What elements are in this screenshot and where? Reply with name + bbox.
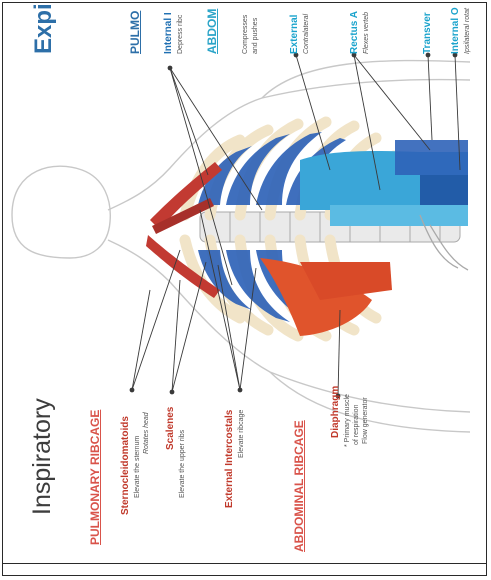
inspiratory-title: Inspiratory [28,398,57,515]
scalenes-label: Scalenes [165,407,176,450]
diaphragm-desc2: of respiration [353,405,360,445]
abdominal-desc1: Compresses [242,15,249,54]
internal-obliques-desc: Ipsilateral rotat [464,8,471,54]
sternocleidomastoids-desc: Elevate the sternum [134,436,141,498]
diaphragm-desc3: Flow generator [362,397,369,444]
rectus-abdominis-label: Rectus A [349,11,360,54]
diaphragm-label: Diaphragm [330,386,341,438]
inspiratory-pulmonary-heading: PULMONARY RIBCAGE [88,410,102,545]
external-intercostals-label: External Intercostals [224,410,235,508]
sternocleidomastoids-desc2: Rotates head [143,412,150,454]
expiratory-pulmonary-heading: PULMO [128,11,142,54]
diaphragm-desc1: * Primary muscle [344,394,351,447]
scalenes-desc: Elevate the upper ribs [179,430,186,498]
rectus-abdominis-desc: Flexes verteb [363,12,370,54]
internal-intercostals-label: Internal I [163,12,174,54]
internal-obliques-label: Internal O [450,7,461,54]
internal-intercostals-desc: Depress ribc [177,15,184,54]
expiratory-title: Expi [30,3,58,54]
abdominal-desc2: and pushes [252,18,259,54]
sternocleidomastoids-label: Sternocleidomatoids [120,416,131,515]
expiratory-abdominal-heading: ABDOM [205,9,219,54]
external-obliques-desc: Contralateral [303,14,310,54]
external-obliques-label: External [289,15,300,54]
transversus-label: Transver [422,12,433,54]
inspiratory-abdominal-heading: ABDOMINAL RIBCAGE [292,420,306,552]
external-intercostals-desc: Elevate ribcage [238,410,245,458]
